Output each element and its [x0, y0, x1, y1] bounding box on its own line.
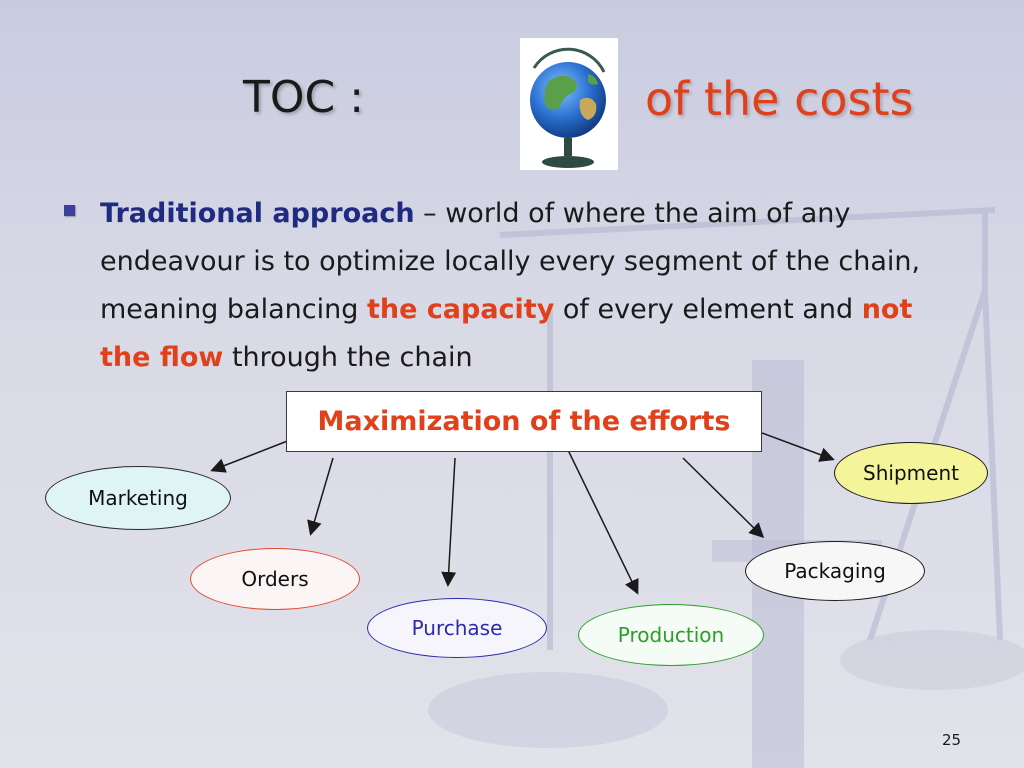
arrow-to-packaging — [682, 457, 765, 539]
bullet-text-1: – world of where the aim of any endeavou… — [100, 198, 921, 325]
node-orders: Orders — [190, 548, 360, 610]
highlight-capacity: the capacity — [366, 294, 555, 325]
arrow-to-production — [567, 449, 639, 595]
arrow-to-marketing — [210, 439, 291, 473]
node-packaging: Packaging — [745, 541, 925, 601]
globe-icon — [520, 38, 618, 170]
slide-title-toc: TOC : — [243, 72, 365, 123]
bullet-text-2: of every element and — [554, 294, 862, 325]
page-number: 25 — [942, 731, 962, 749]
arrow-to-orders — [307, 457, 334, 536]
highlight-flow: not the flow — [100, 294, 913, 373]
maximization-box: Maximization of the efforts — [286, 391, 762, 452]
arrow-to-shipment — [761, 432, 835, 462]
bullet-text-3: through the chain — [223, 342, 473, 373]
node-shipment: Shipment — [834, 442, 988, 504]
node-marketing: Marketing — [45, 466, 231, 530]
bullet-paragraph: Traditional approach – world of where th… — [100, 190, 940, 382]
slide-title-costs: of the costs — [645, 72, 914, 126]
arrow-to-purchase — [441, 457, 457, 587]
node-production: Production — [578, 604, 764, 666]
node-purchase: Purchase — [367, 598, 547, 658]
bullet-lead: Traditional approach — [100, 198, 415, 229]
square-bullet-icon — [64, 205, 75, 216]
